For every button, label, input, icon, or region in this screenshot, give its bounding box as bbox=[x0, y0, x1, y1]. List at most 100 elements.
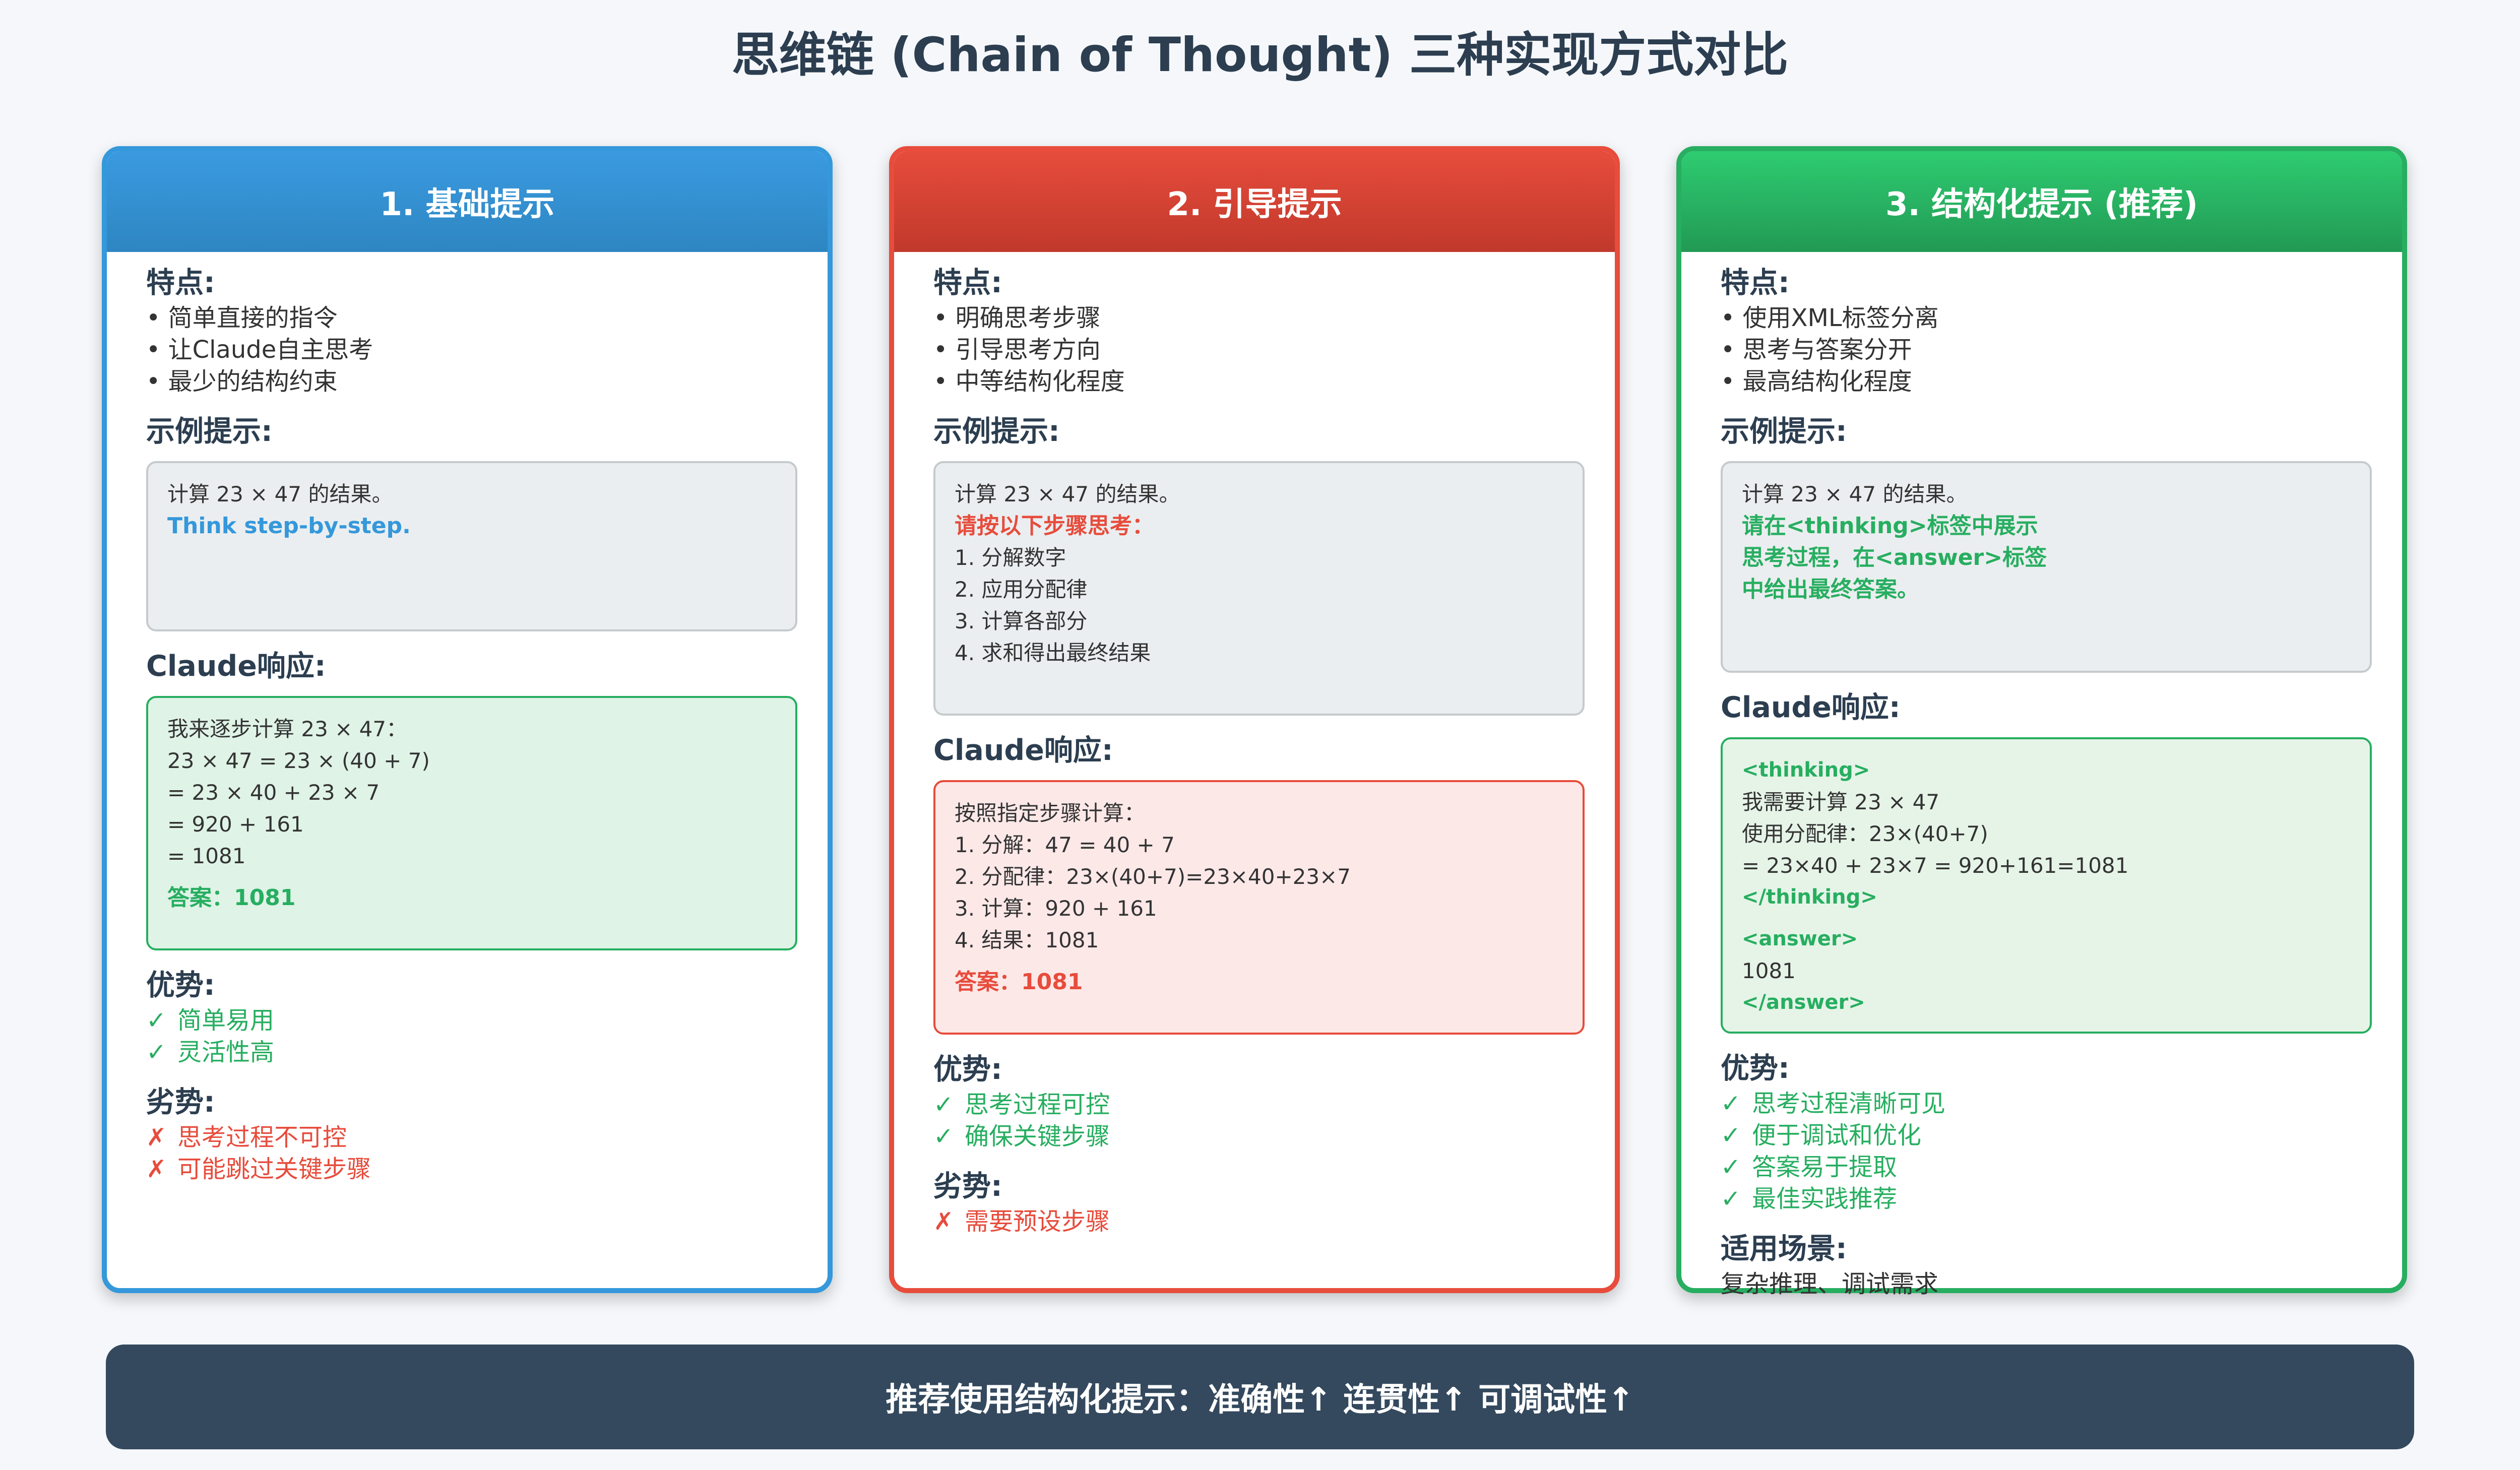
pro-item: ✓ 确保关键步骤 bbox=[933, 1121, 1576, 1153]
pro-text: 灵活性高 bbox=[177, 1038, 275, 1066]
card-structured-header: 3. 结构化提示 (推荐) bbox=[1681, 151, 2402, 252]
pro-item: ✓ 答案易于提取 bbox=[1721, 1152, 2363, 1183]
pro-item: ✓ 思考过程可控 bbox=[933, 1089, 1576, 1121]
example-prompt-line: 计算 23 × 47 的结果。 bbox=[1742, 482, 1968, 506]
features-heading: 特点: bbox=[146, 266, 215, 299]
pro-item: ✓思考过程清晰可见 bbox=[1721, 1088, 2363, 1120]
answer-close-tag: </answer> bbox=[1742, 991, 1865, 1014]
feature-item: • 思考与答案分开 bbox=[1721, 336, 1912, 364]
pros-list: ✓思考过程清晰可见 ✓便于调试和优化 ✓答案易于提取 ✓最佳实践推荐 bbox=[1721, 1088, 2363, 1215]
response-line: = 920 + 161 bbox=[167, 812, 304, 837]
example-step: 2. 应用分配律 bbox=[955, 577, 1088, 602]
features-list: • 使用XML标签分离 • 思考与答案分开 • 最高结构化程度 bbox=[1721, 302, 2363, 398]
check-icon: ✓ bbox=[1721, 1185, 1741, 1213]
page-title: 思维链 (Chain of Thought) 三种实现方式对比 bbox=[731, 28, 1789, 83]
pro-item: ✓ 便于调试和优化 bbox=[1721, 1120, 2363, 1152]
scenarios-text: 复杂推理、调试需求 bbox=[1721, 1270, 1939, 1298]
response-line: = 23 × 40 + 23 × 7 bbox=[167, 780, 380, 805]
pro-text: 答案易于提取 bbox=[1752, 1153, 1898, 1181]
cons-list: ✗ 需要预设步骤 bbox=[933, 1206, 1576, 1238]
feature-item: • 引导思考方向 bbox=[933, 336, 1101, 364]
cross-icon: ✗ bbox=[146, 1123, 167, 1152]
response-line: 按照指定步骤计算： bbox=[955, 801, 1146, 825]
example-prompt-line: 计算 23 × 47 的结果。 bbox=[167, 482, 393, 506]
pros-heading: 优势: bbox=[146, 969, 215, 1002]
response-heading: Claude响应: bbox=[933, 734, 1113, 767]
pro-text: 简单易用 bbox=[177, 1006, 275, 1035]
features-heading: 特点: bbox=[1721, 266, 1790, 299]
summary-text: 推荐使用结构化提示：准确性↑ 连贯性↑ 可调试性↑ bbox=[886, 1381, 1634, 1419]
check-icon: ✓ bbox=[1721, 1153, 1741, 1181]
feature-item: • 使用XML标签分离 bbox=[1721, 304, 1939, 332]
scenarios-heading: 适用场景: bbox=[1721, 1232, 1847, 1265]
example-heading: 示例提示: bbox=[933, 415, 1060, 448]
feature-item: • 让Claude自主思考 bbox=[146, 336, 373, 364]
cons-heading: 劣势: bbox=[933, 1170, 1002, 1203]
response-box: 我来逐步计算 23 × 47： 23 × 47 = 23 × (40 + 7) … bbox=[146, 696, 797, 950]
response-answer: 答案：1081 bbox=[955, 969, 1083, 995]
card-structured-title: 3. 结构化提示 (推荐) bbox=[1885, 186, 2198, 223]
response-heading: Claude响应: bbox=[1721, 691, 1901, 724]
example-step: 4. 求和得出最终结果 bbox=[955, 641, 1151, 665]
pro-text: 思考过程可控 bbox=[965, 1091, 1110, 1119]
thinking-line: 使用分配律：23×(40+7) bbox=[1742, 821, 1988, 846]
example-heading: 示例提示: bbox=[146, 415, 273, 448]
cross-icon: ✗ bbox=[933, 1207, 954, 1236]
response-box: <thinking> 我需要计算 23 × 47 使用分配律：23×(40+7)… bbox=[1721, 737, 2372, 1034]
response-line: 我来逐步计算 23 × 47： bbox=[167, 717, 408, 741]
con-item: ✗ 需要预设步骤 bbox=[933, 1206, 1576, 1238]
card-structured-prompt: 3. 结构化提示 (推荐) 特点: • 使用XML标签分离 • 思考与答案分开 … bbox=[1676, 146, 2407, 1298]
example-prompt-box: 计算 23 × 47 的结果。 Think step-by-step. bbox=[146, 461, 797, 631]
example-heading: 示例提示: bbox=[1721, 415, 1847, 448]
pros-list: ✓ 简单易用 ✓ 灵活性高 bbox=[146, 1005, 788, 1068]
pro-text: 思考过程清晰可见 bbox=[1752, 1090, 1946, 1118]
con-text: 思考过程不可控 bbox=[177, 1123, 347, 1152]
response-heading: Claude响应: bbox=[146, 650, 326, 683]
scenarios-text-wrap: 复杂推理、调试需求 bbox=[1721, 1268, 2363, 1300]
pro-text: 便于调试和优化 bbox=[1752, 1121, 1922, 1149]
example-prompt-box: 计算 23 × 47 的结果。 请按以下步骤思考： 1. 分解数字 2. 应用分… bbox=[933, 461, 1585, 716]
feature-item: • 简单直接的指令 bbox=[146, 304, 338, 332]
cons-list: ✗ 思考过程不可控 ✗ 可能跳过关键步骤 bbox=[146, 1122, 788, 1185]
card-guided-header: 2. 引导提示 bbox=[894, 151, 1615, 252]
pro-item: ✓ 灵活性高 bbox=[146, 1037, 788, 1068]
feature-item: • 中等结构化程度 bbox=[933, 367, 1125, 396]
example-prompt-line: 计算 23 × 47 的结果。 bbox=[955, 482, 1180, 506]
pro-item: ✓最佳实践推荐 bbox=[1721, 1183, 2363, 1215]
con-text: 需要预设步骤 bbox=[965, 1207, 1110, 1236]
check-icon: ✓ bbox=[933, 1091, 954, 1119]
card-basic-title: 1. 基础提示 bbox=[380, 186, 555, 223]
example-prompt-instruction: 请在<thinking>标签中展示 bbox=[1742, 513, 2038, 539]
response-line: 3. 计算：920 + 161 bbox=[955, 896, 1157, 921]
response-box: 按照指定步骤计算： 1. 分解：47 = 40 + 7 2. 分配律：23×(4… bbox=[933, 780, 1585, 1035]
example-prompt-box: 计算 23 × 47 的结果。 请在<thinking>标签中展示 思考过程，在… bbox=[1721, 461, 2372, 673]
card-basic-prompt: 1. 基础提示 特点: • 简单直接的指令 • 让Claude自主思考 • 最少… bbox=[102, 146, 833, 1293]
response-line: 2. 分配律：23×(40+7)=23×40+23×7 bbox=[955, 864, 1351, 889]
feature-item: • 最少的结构约束 bbox=[146, 367, 338, 396]
example-step: 1. 分解数字 bbox=[955, 545, 1066, 570]
response-line: = 1081 bbox=[167, 844, 246, 868]
answer-open-tag: <answer> bbox=[1742, 927, 1858, 950]
cons-heading: 劣势: bbox=[146, 1085, 215, 1119]
thinking-open-tag: <thinking> bbox=[1742, 758, 1870, 782]
summary-banner: 推荐使用结构化提示：准确性↑ 连贯性↑ 可调试性↑ bbox=[106, 1345, 2414, 1449]
check-icon: ✓ bbox=[933, 1122, 954, 1151]
feature-item: • 最高结构化程度 bbox=[1721, 367, 1912, 396]
card-guided-title: 2. 引导提示 bbox=[1167, 186, 1342, 223]
features-list: • 明确思考步骤 • 引导思考方向 • 中等结构化程度 bbox=[933, 302, 1576, 398]
features-list: • 简单直接的指令 • 让Claude自主思考 • 最少的结构约束 bbox=[146, 302, 788, 398]
response-answer: 答案：1081 bbox=[167, 885, 296, 911]
example-prompt-instruction: Think step-by-step. bbox=[167, 513, 411, 539]
thinking-line: = 23×40 + 23×7 = 920+161=1081 bbox=[1742, 853, 2129, 878]
check-icon: ✓ bbox=[1721, 1121, 1741, 1149]
check-icon: ✓ bbox=[146, 1038, 167, 1066]
response-line: 4. 结果：1081 bbox=[955, 928, 1099, 952]
pro-item: ✓ 简单易用 bbox=[146, 1005, 788, 1037]
con-text: 可能跳过关键步骤 bbox=[177, 1155, 371, 1183]
pro-text: 确保关键步骤 bbox=[965, 1122, 1110, 1151]
check-icon: ✓ bbox=[146, 1006, 167, 1035]
pros-heading: 优势: bbox=[933, 1053, 1002, 1086]
con-item: ✗ 思考过程不可控 bbox=[146, 1122, 788, 1154]
response-line: 23 × 47 = 23 × (40 + 7) bbox=[167, 748, 430, 773]
card-basic-header: 1. 基础提示 bbox=[107, 151, 828, 252]
